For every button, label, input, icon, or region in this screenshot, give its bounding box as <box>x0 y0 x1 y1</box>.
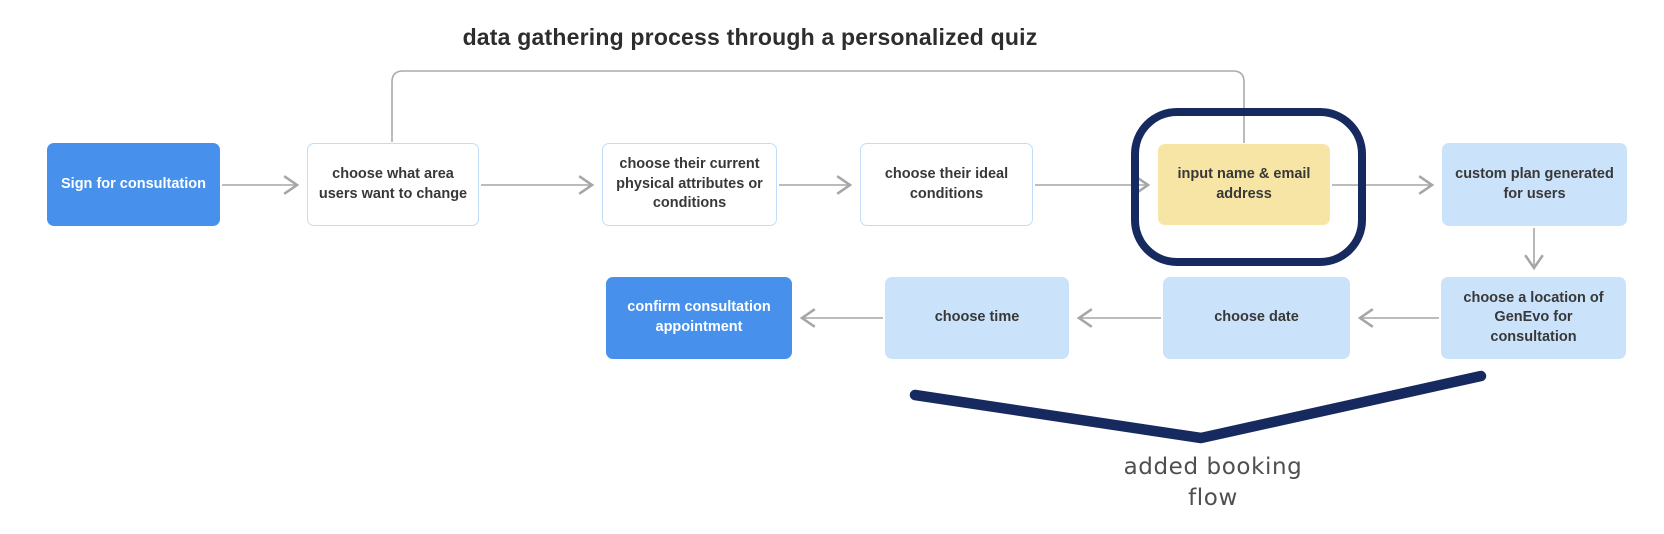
node-label: choose what area users want to change <box>318 165 468 202</box>
node-sign-for-consultation[interactable]: Sign for consultation <box>47 143 220 226</box>
node-custom-plan[interactable]: custom plan generated for users <box>1442 143 1627 226</box>
node-input-name-email[interactable]: input name & email address <box>1158 144 1330 225</box>
node-choose-area[interactable]: choose what area users want to change <box>307 143 479 226</box>
node-label: choose time <box>934 309 1020 326</box>
node-label: choose their current physical attributes… <box>616 156 763 212</box>
booking-flow-brace <box>909 370 1487 444</box>
node-genevo-location[interactable]: choose a location of GenEvo for consulta… <box>1441 277 1626 359</box>
node-label: choose date <box>1214 309 1299 326</box>
node-current-attributes[interactable]: choose their current physical attributes… <box>602 143 777 226</box>
node-label: choose their ideal conditions <box>884 165 1009 202</box>
node-choose-time[interactable]: choose time <box>885 277 1069 359</box>
node-label: confirm consultation appointment <box>627 299 771 335</box>
node-label: choose a location of GenEvo for consulta… <box>1463 289 1604 345</box>
node-ideal-conditions[interactable]: choose their ideal conditions <box>860 143 1033 226</box>
node-label: custom plan generated for users <box>1455 165 1614 202</box>
booking-flow-annotation: added booking flow <box>1123 454 1303 511</box>
quiz-bracket-connector <box>391 70 1245 143</box>
node-label: Sign for consultation <box>61 175 206 192</box>
diagram-title: data gathering process through a persona… <box>462 24 1038 50</box>
node-label: input name & email address <box>1177 165 1311 202</box>
node-confirm-appointment[interactable]: confirm consultation appointment <box>606 277 792 359</box>
node-choose-date[interactable]: choose date <box>1163 277 1350 359</box>
